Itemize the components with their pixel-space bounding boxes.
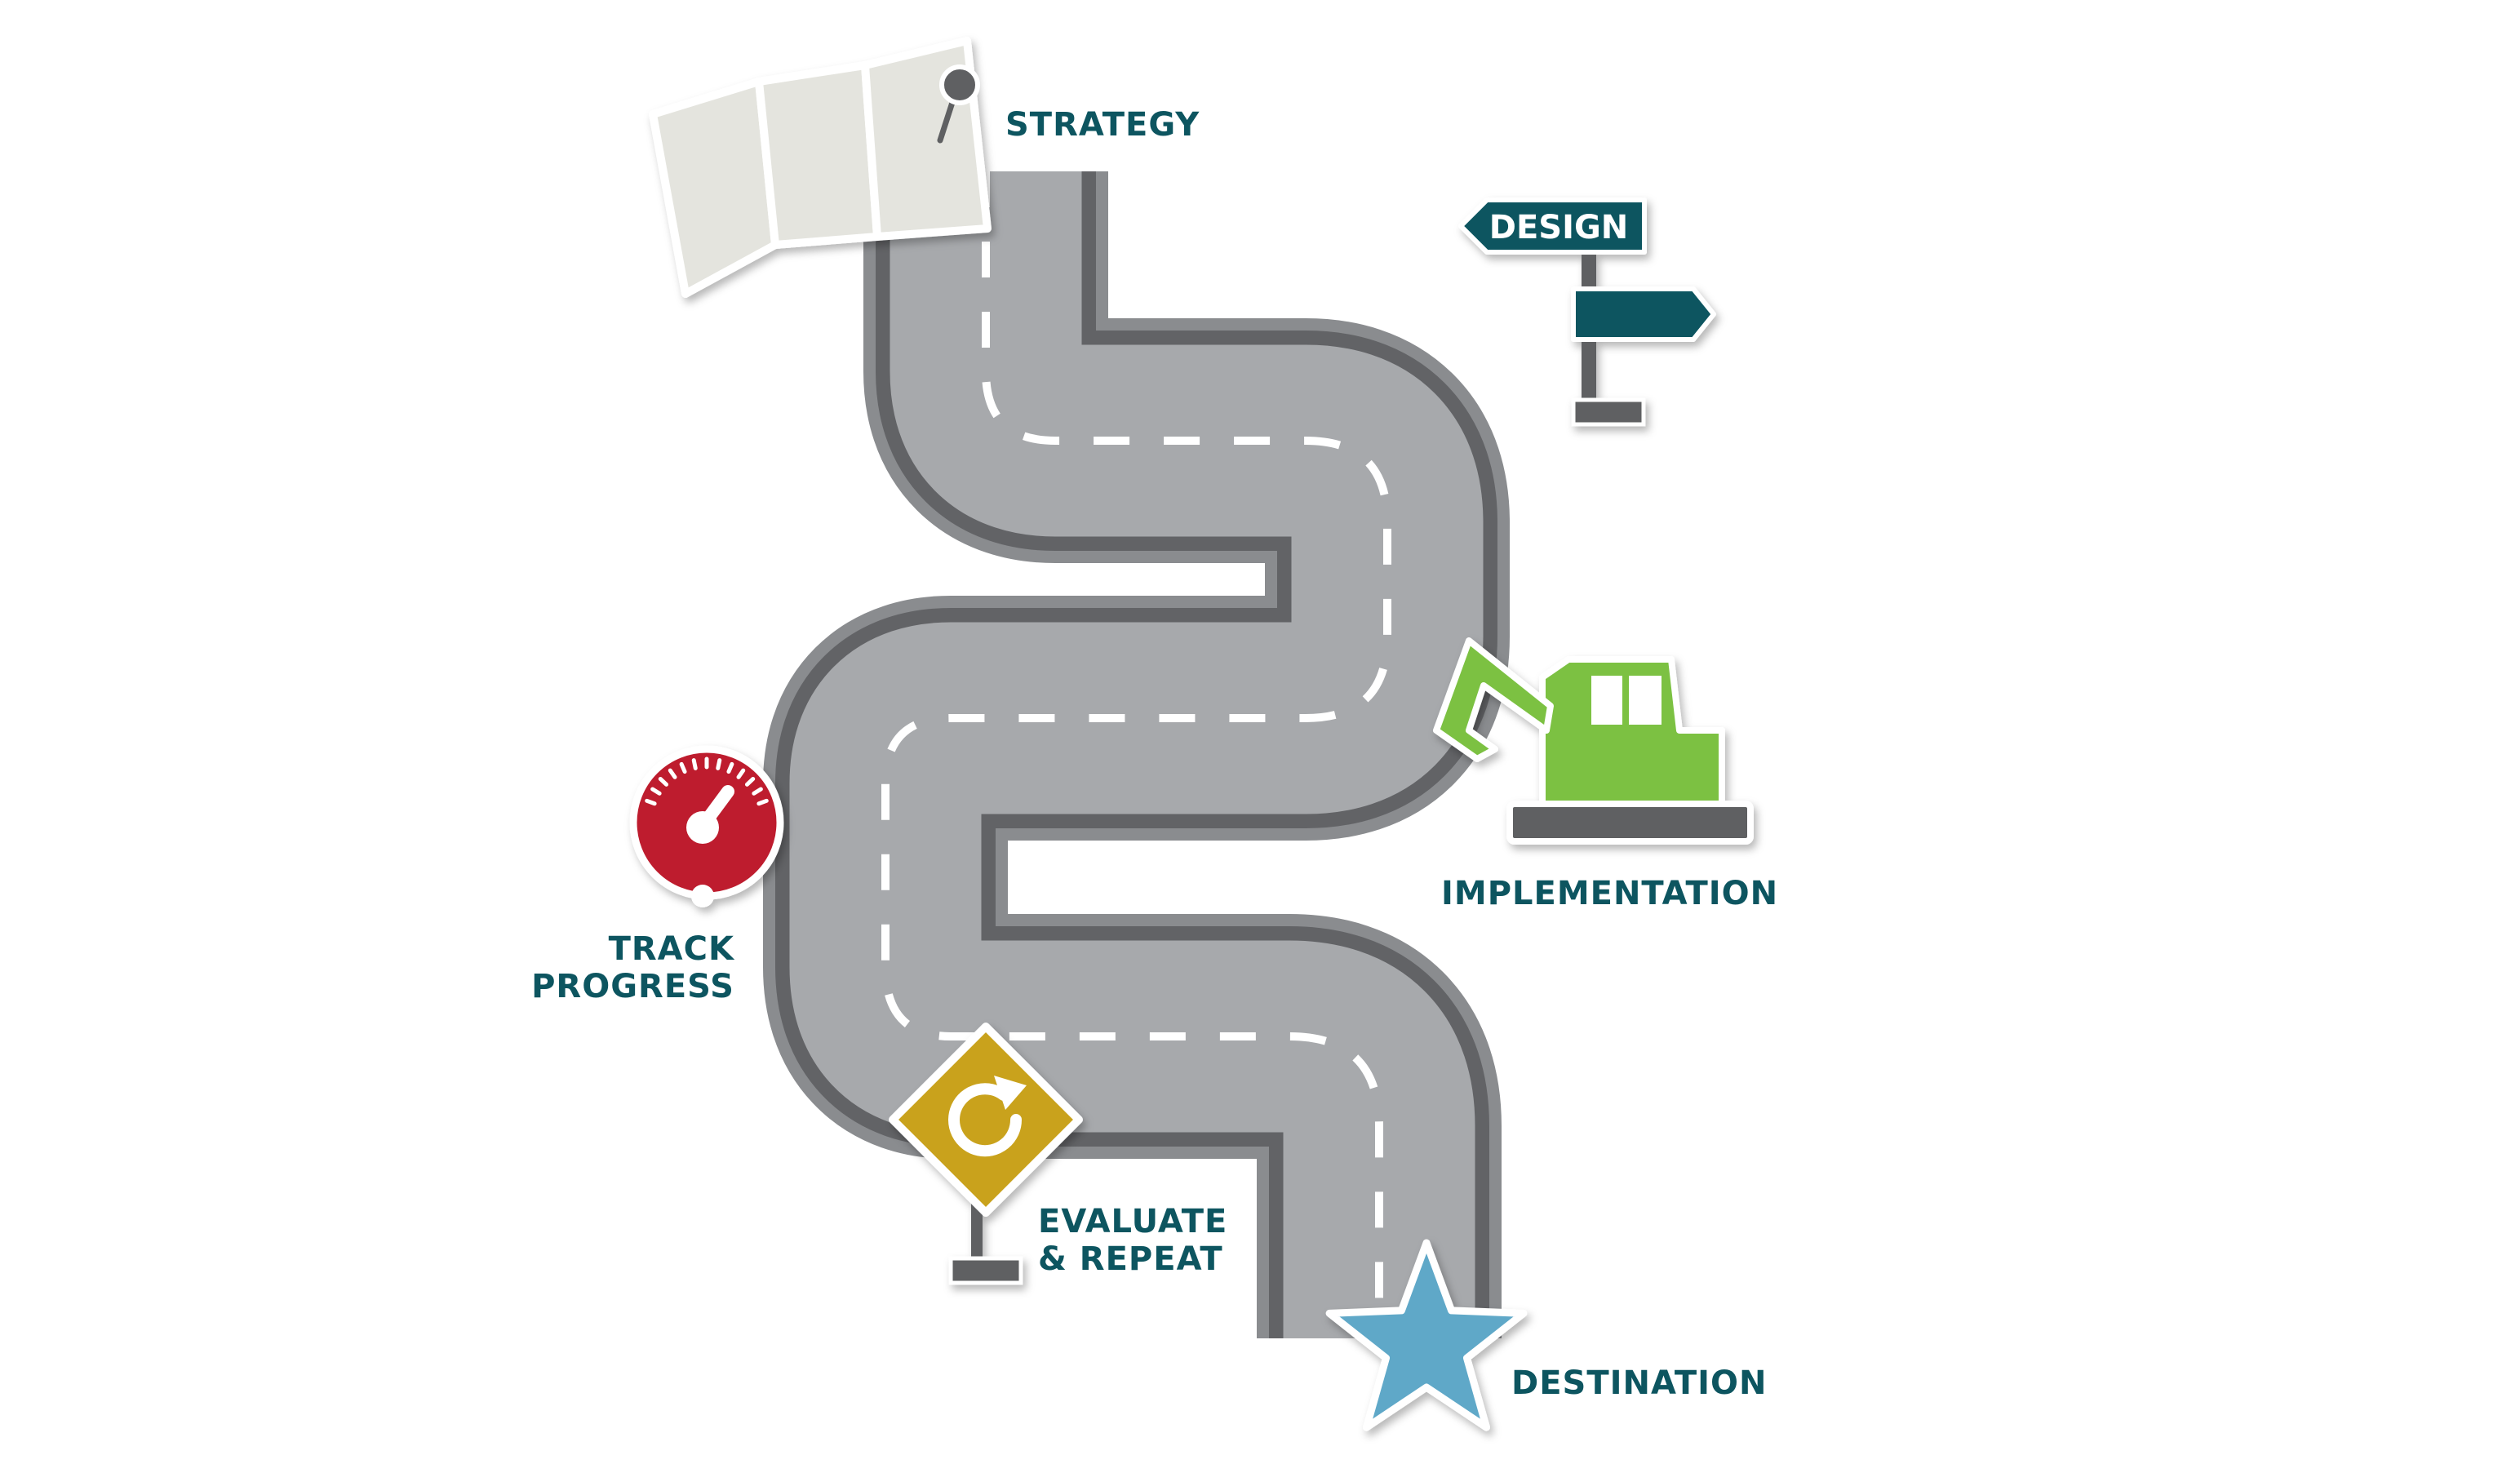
track-label-line2: PROGRESS xyxy=(531,968,734,1005)
excavator-icon xyxy=(1433,637,1754,845)
star-icon xyxy=(1325,1239,1528,1431)
evaluate-repeat-label: EVALUATE & REPEAT xyxy=(1038,1203,1227,1278)
gauge-tick xyxy=(744,776,756,787)
gauge-tick xyxy=(736,768,746,779)
gauge-tick xyxy=(679,761,687,774)
gauge-tick xyxy=(716,758,722,770)
implementation-label: IMPLEMENTATION xyxy=(1441,875,1779,912)
gauge-tick xyxy=(691,758,698,770)
gauge-tick xyxy=(752,787,763,796)
evaluate-label-line1: EVALUATE xyxy=(1038,1203,1228,1240)
gauge-tick xyxy=(650,787,662,796)
repeat-sign-icon xyxy=(889,1023,1083,1285)
gauge-tick xyxy=(658,776,669,787)
map-pin-icon xyxy=(937,64,980,144)
speedometer-icon xyxy=(629,745,784,907)
winding-road xyxy=(763,171,1510,1338)
track-progress-label: TRACK PROGRESS xyxy=(522,930,734,1005)
destination-label: DESTINATION xyxy=(1511,1364,1768,1402)
gauge-tick xyxy=(756,798,769,806)
signpost-icon xyxy=(1458,197,1716,427)
gauge-tick xyxy=(645,798,657,806)
evaluate-label-line2: & REPEAT xyxy=(1038,1240,1223,1278)
design-sign-label: DESIGN xyxy=(1489,209,1629,246)
strategy-label: STRATEGY xyxy=(1005,106,1200,144)
track-label-line1: TRACK xyxy=(608,930,734,968)
gauge-tick xyxy=(726,761,734,774)
gauge-tick xyxy=(668,768,677,779)
